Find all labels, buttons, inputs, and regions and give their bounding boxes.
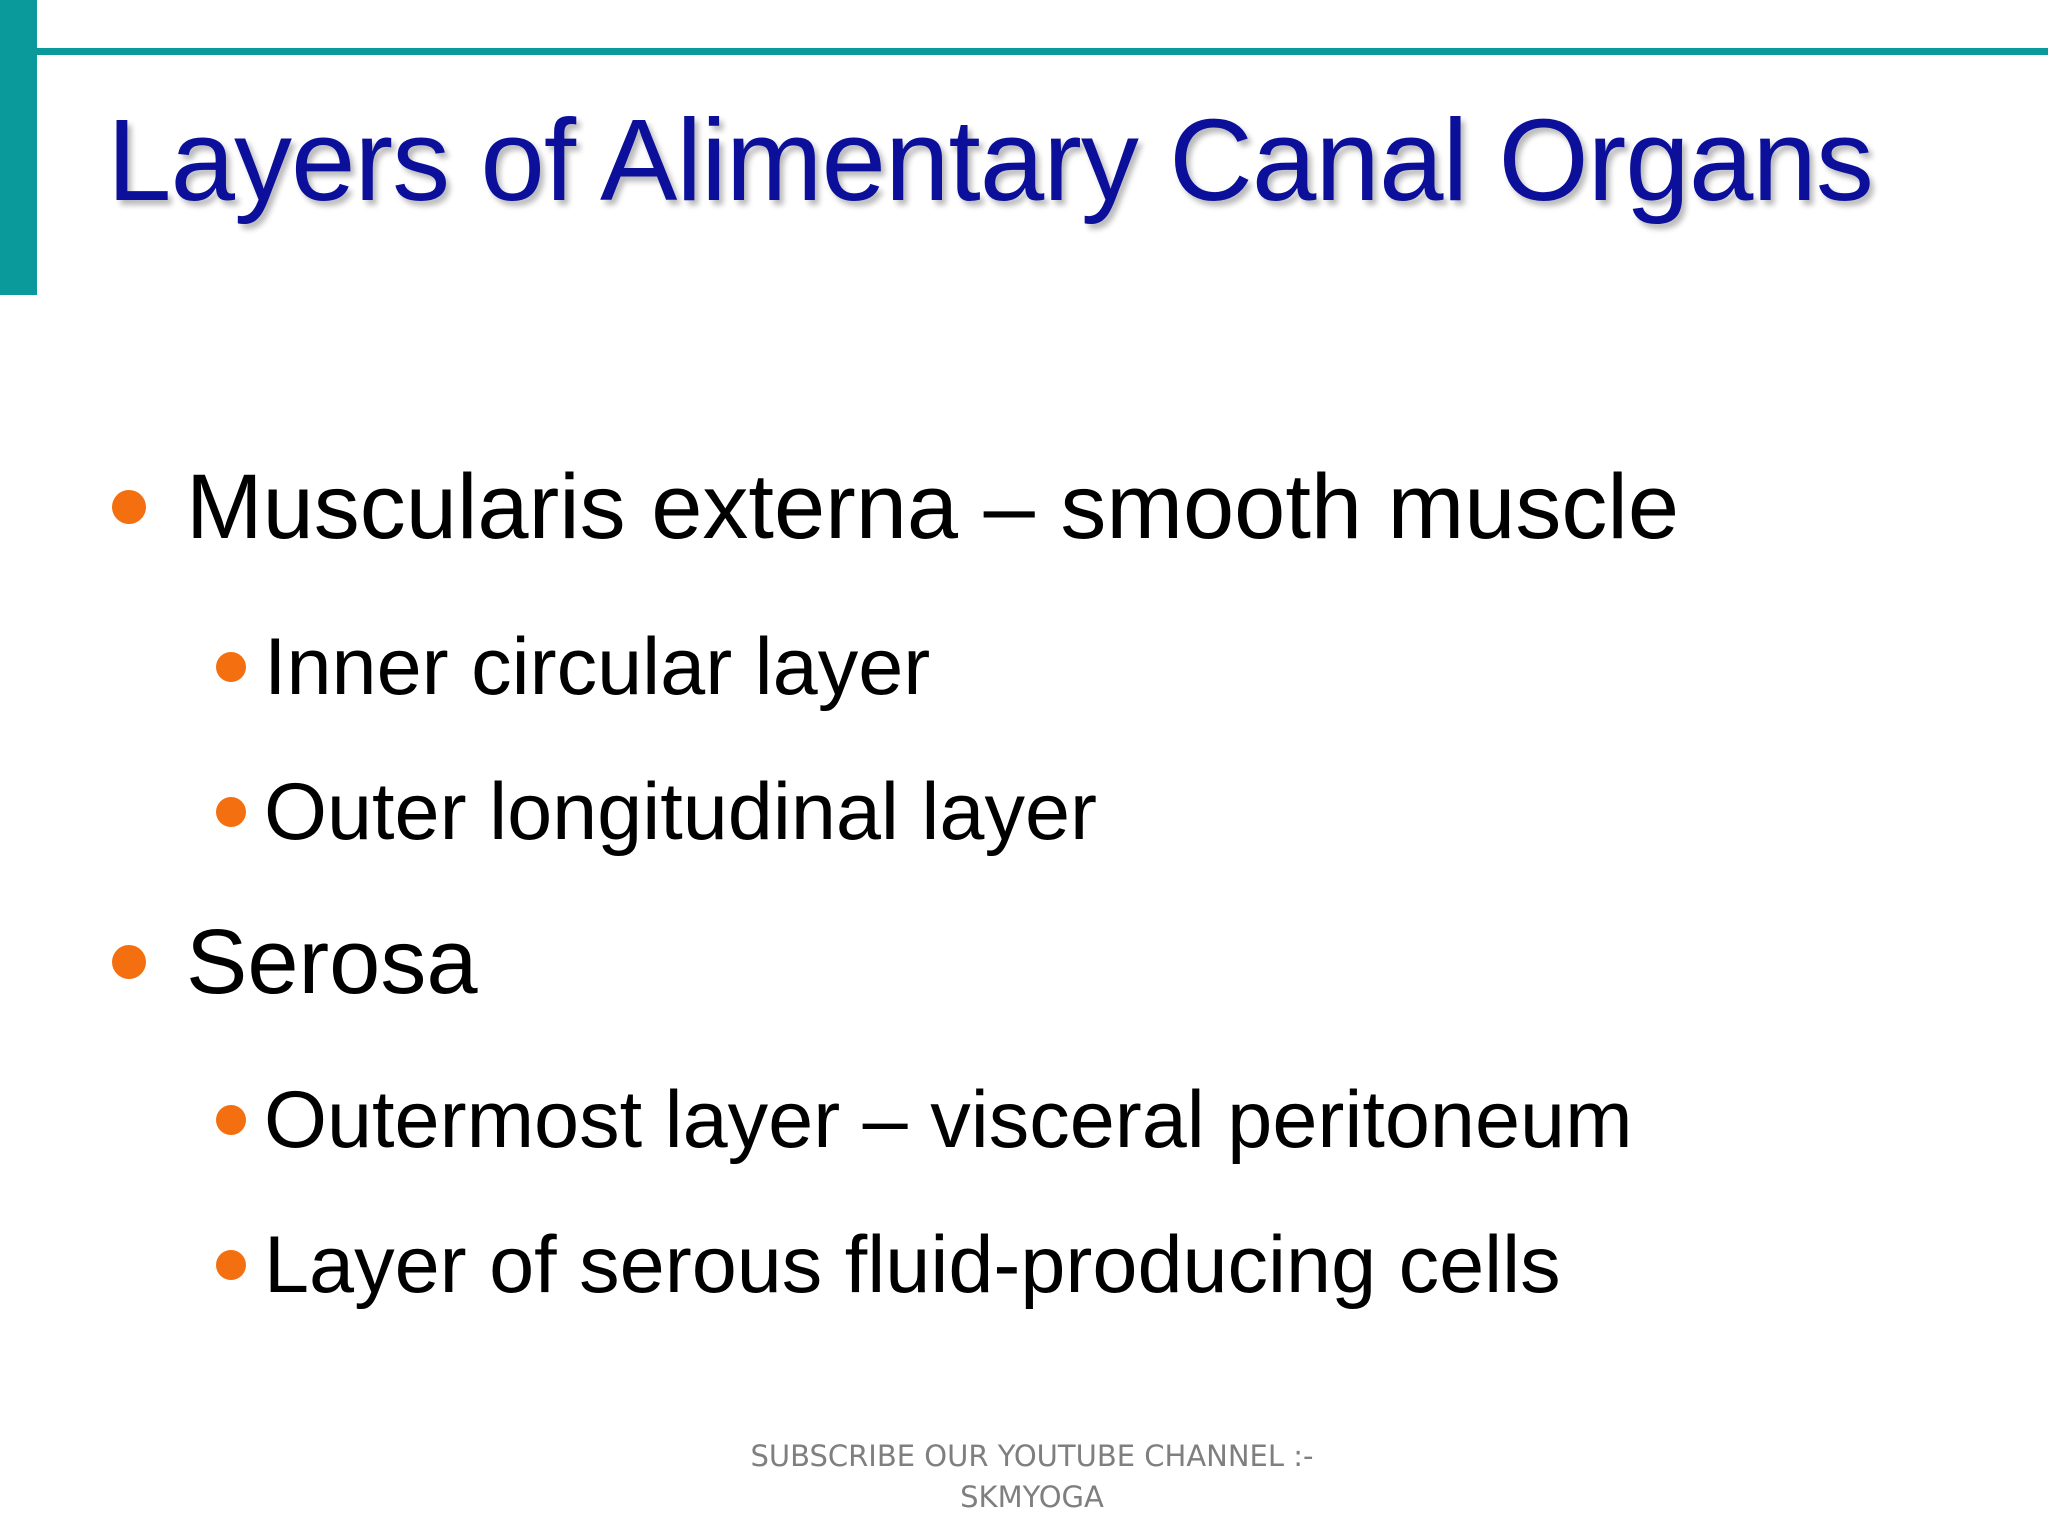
bullet-dot-icon — [112, 490, 146, 524]
bullet-item: Serosa — [112, 907, 478, 1017]
bullet-text: Outermost layer – visceral peritoneum — [264, 1075, 1633, 1165]
bullet-dot-icon — [216, 1105, 246, 1135]
bullet-dot-icon — [216, 652, 246, 682]
bullet-dot-icon — [112, 945, 146, 979]
top-rule — [37, 48, 2048, 55]
bullet-item: Inner circular layer — [216, 617, 930, 717]
bullet-item: Muscularis externa – smooth muscle — [112, 452, 1679, 562]
accent-bar — [0, 0, 37, 295]
bullet-dot-icon — [216, 797, 246, 827]
bullet-text: Serosa — [186, 911, 478, 1013]
bullet-text: Muscularis externa – smooth muscle — [186, 456, 1680, 558]
bullet-list: Muscularis externa – smooth muscle Inner… — [112, 452, 1679, 1315]
footer: SUBSCRIBE OUR YOUTUBE CHANNEL :- SKMYOGA — [700, 1436, 1364, 1518]
bullet-text: Outer longitudinal layer — [264, 767, 1097, 857]
bullet-text: Inner circular layer — [264, 622, 931, 712]
bullet-item: Outer longitudinal layer — [216, 762, 1097, 862]
bullet-item: Outermost layer – visceral peritoneum — [216, 1070, 1633, 1170]
bullet-dot-icon — [216, 1250, 246, 1280]
slide-title: Layers of Alimentary Canal Organs — [107, 95, 1874, 225]
footer-line: SUBSCRIBE OUR YOUTUBE CHANNEL :- — [750, 1439, 1314, 1473]
bullet-item: Layer of serous fluid-producing cells — [216, 1215, 1561, 1315]
bullet-text: Layer of serous fluid-producing cells — [264, 1220, 1561, 1310]
footer-line: SKMYOGA — [960, 1480, 1104, 1514]
